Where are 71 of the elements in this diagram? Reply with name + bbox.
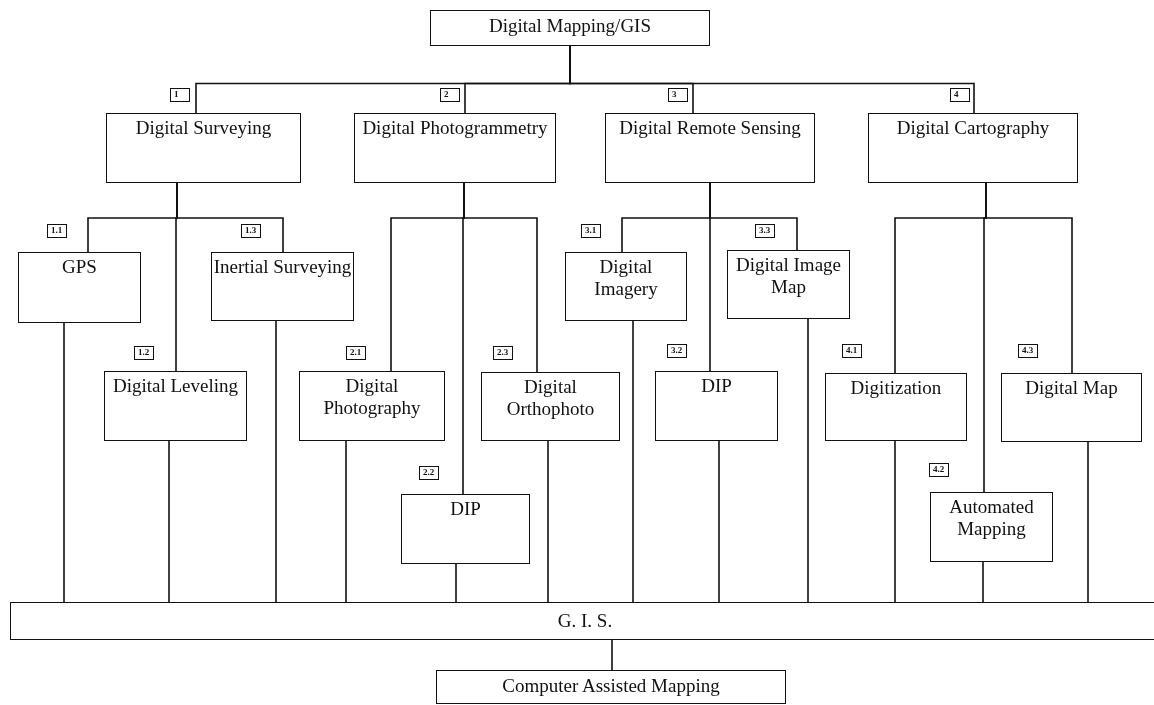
node-label: DIP [700,375,733,397]
node-label: Digital Surveying [134,117,273,139]
number-label: 2.2 [419,466,439,480]
number-label: 1.1 [47,224,67,238]
node-label: Digitization [849,377,943,399]
process-box [868,113,1078,183]
number-label: 4.3 [1018,344,1038,358]
connector-line [894,440,896,603]
process-box [10,602,1154,640]
process-box [430,10,710,46]
node-label: Digital Orthophoto [505,376,596,420]
connector-line [176,182,284,253]
process-box [605,113,815,183]
node-label: Digital Photography [322,375,422,419]
node-label: G. I. S. [556,610,614,632]
connector-line [1087,441,1089,603]
number-label: 3.3 [755,224,775,238]
connector-line [807,318,809,603]
node-label: Digital Photogrammetry [361,117,549,139]
number-label: 1.2 [134,346,154,360]
number-label: 1.3 [241,224,261,238]
process-box [299,371,445,441]
node-label: Digital Imagery [593,256,659,300]
number-label: 1 [170,88,190,102]
node-label: Inertial Surveying [212,256,353,278]
number-label: 2.3 [493,346,513,360]
connector-line [611,639,613,671]
node-label: Digital Map [1024,377,1119,399]
connector-line [985,182,1073,374]
process-box [436,670,786,704]
process-box [401,494,530,564]
node-label: Automated Mapping [948,496,1035,540]
number-label: 3 [668,88,688,102]
connector-line [168,440,170,603]
process-box [481,372,620,441]
connector-line [982,561,984,603]
process-box [565,252,687,321]
connector-line [547,440,549,603]
number-label: 3.1 [581,224,601,238]
node-label: Digital Cartography [895,117,1051,139]
connector-line [632,320,634,603]
node-label: Digital Mapping/GIS [488,15,652,37]
node-label: DIP [449,498,482,520]
node-label: Digital Remote Sensing [618,117,802,139]
number-label: 4.2 [929,463,949,477]
connector-line [718,440,720,603]
node-label: Computer Assisted Mapping [501,675,721,697]
process-box [655,371,778,441]
process-box [727,250,850,319]
connector-line [345,440,347,603]
process-box [18,252,141,323]
number-label: 2.1 [346,346,366,360]
process-box [106,113,301,183]
connector-line [455,563,457,603]
number-label: 4.1 [842,344,862,358]
connector-line [709,182,798,251]
process-box [211,252,354,321]
connector-line [63,322,65,603]
node-label: GPS [61,256,98,278]
node-label: Digital Image Map [735,254,842,298]
process-box [930,492,1053,562]
process-box [1001,373,1142,442]
node-label: Digital Leveling [111,375,240,397]
process-box [104,371,247,441]
process-box [825,373,967,441]
number-label: 3.2 [667,344,687,358]
number-label: 2 [440,88,460,102]
process-box [354,113,556,183]
connector-line [463,182,538,373]
connector-line [275,320,277,603]
number-label: 4 [950,88,970,102]
